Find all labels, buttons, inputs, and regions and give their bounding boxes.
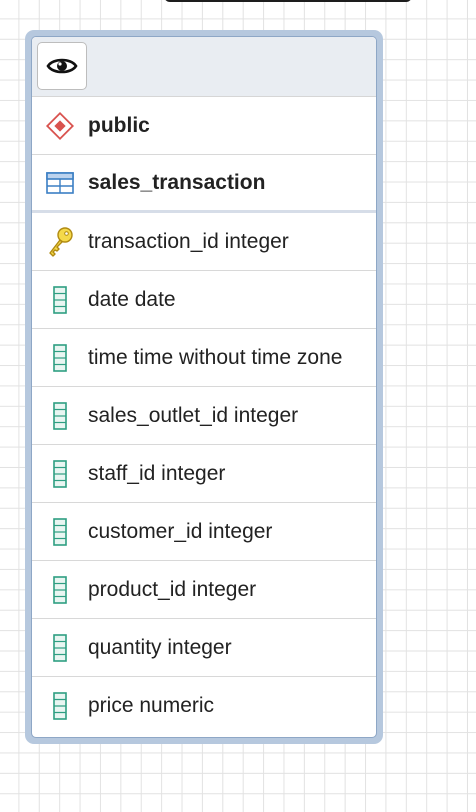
column-row[interactable]: quantity integer [32,619,376,677]
column-row[interactable]: time time without time zone [32,329,376,387]
column-list: transaction_id integer date date [32,213,376,735]
column-row[interactable]: date date [32,271,376,329]
column-icon [53,517,67,546]
column-label: transaction_id integer [88,229,289,253]
column-label: price numeric [88,694,215,717]
column-icon [53,633,67,662]
column-label: time time without time zone [88,345,343,369]
table-node-card: public sales_transaction [31,36,377,738]
column-row[interactable]: sales_outlet_id integer [32,387,376,445]
table-name-row[interactable]: sales_transaction [32,155,376,213]
column-icon [53,343,67,372]
eye-icon [46,58,78,74]
table-name: sales_transaction [88,170,266,194]
column-icon [53,692,67,720]
column-icon [53,459,67,488]
column-label: date date [88,287,176,311]
table-icon [46,171,74,194]
schema-icon [45,111,75,140]
table-node[interactable]: public sales_transaction [25,30,383,744]
column-row[interactable]: transaction_id integer [32,213,376,271]
column-label: quantity integer [88,635,232,659]
primary-key-icon [49,226,73,257]
column-label: sales_outlet_id integer [88,403,299,427]
node-header [32,37,376,97]
column-row[interactable]: price numeric [32,677,376,735]
column-row[interactable]: product_id integer [32,561,376,619]
column-icon [53,285,67,314]
column-icon [53,401,67,430]
schema-row[interactable]: public [32,97,376,155]
column-label: customer_id integer [88,519,273,543]
overlapping-node-edge [164,0,412,2]
column-icon [53,575,67,604]
column-row[interactable]: staff_id integer [32,445,376,503]
toggle-details-button[interactable] [37,42,87,90]
column-label: staff_id integer [88,461,226,485]
column-label: product_id integer [88,577,257,601]
column-row[interactable]: customer_id integer [32,503,376,561]
schema-name: public [88,113,150,137]
